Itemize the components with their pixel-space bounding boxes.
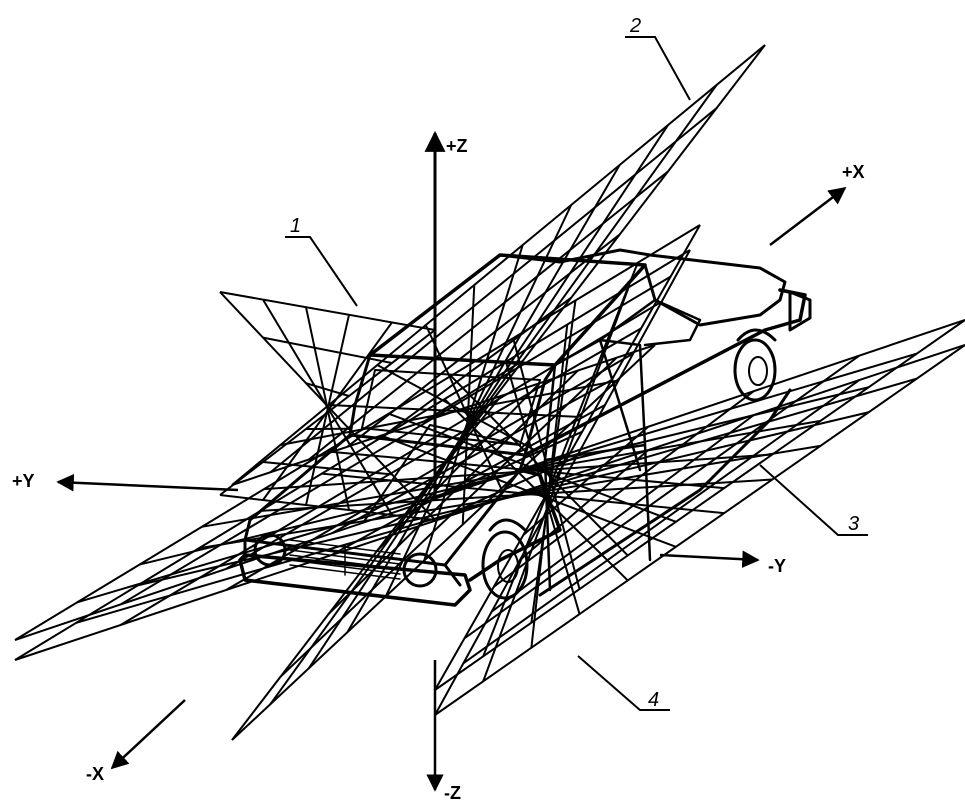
reference-plane-4 (14, 249, 965, 716)
grid-line (425, 395, 502, 488)
grid-line (423, 360, 524, 423)
front-wheel (481, 518, 529, 600)
grid-line (461, 408, 476, 425)
callout-1: 1 (290, 215, 301, 237)
axis-label-plus-z: +Z (446, 136, 468, 156)
grid-line (262, 461, 393, 476)
grid-line (424, 324, 503, 490)
car-grille (289, 539, 401, 580)
leader-1 (285, 236, 358, 307)
car-front-face (243, 538, 462, 587)
grid-line (262, 336, 393, 364)
grid-line (462, 379, 861, 665)
car-hood-ridge (364, 424, 521, 521)
coordinate-axes (56, 130, 847, 792)
axis-label-minus-x: -X (86, 764, 104, 784)
grid-line (346, 164, 621, 633)
rear-wheel (733, 328, 777, 402)
grid-line (231, 344, 656, 741)
car-rear-bumper (788, 290, 812, 332)
y-axis-negative (659, 550, 760, 568)
car-door-line (543, 338, 652, 592)
car-windshield (348, 353, 557, 457)
grid-line (219, 494, 436, 521)
grid-line (519, 449, 649, 561)
leader-2 (625, 36, 691, 101)
grid-line (331, 404, 606, 556)
y-axis-positive (56, 473, 239, 492)
car-side-windows (543, 298, 702, 462)
x-axis-negative (110, 699, 186, 770)
leader-3 (759, 464, 868, 536)
right-headlight (402, 552, 438, 588)
x-axis-positive (769, 186, 847, 246)
grid-line (231, 344, 656, 486)
callout-4: 4 (648, 689, 659, 711)
grid-line (14, 319, 965, 641)
grid-line (384, 204, 573, 597)
grid-line (376, 364, 541, 454)
left-headlight (253, 533, 287, 567)
grid-line (423, 244, 524, 561)
leader-4 (577, 655, 670, 711)
grid-line (434, 344, 965, 716)
grid-line (231, 44, 766, 486)
callout-3: 3 (848, 513, 859, 535)
grid-line (346, 233, 621, 448)
axis-label-minus-y: -Y (768, 556, 786, 576)
grid-line (308, 170, 669, 461)
callout-2: 2 (629, 15, 641, 37)
grid-line (493, 390, 755, 588)
car-rear-roof (498, 248, 787, 327)
grid-line (522, 425, 649, 536)
grid-line (308, 124, 669, 669)
grid-line (269, 107, 718, 474)
grid-line (436, 430, 583, 499)
grid-line (491, 414, 755, 613)
grid-line (219, 291, 436, 331)
axis-label-minus-z: -Z (444, 783, 461, 803)
grid-line (14, 224, 701, 641)
axis-label-plus-y: +Y (12, 471, 35, 491)
grid-line (279, 357, 618, 678)
grid-line (463, 354, 861, 640)
grid-line (231, 44, 766, 741)
axis-label-plus-x: +X (842, 162, 865, 182)
car-outline (238, 248, 812, 607)
grid-line (434, 319, 965, 691)
grid-line (14, 249, 691, 661)
grid-line (14, 344, 965, 661)
grid-line (385, 296, 572, 435)
grid-line (376, 382, 541, 552)
callout-leaders (285, 36, 868, 711)
grid-line (269, 84, 718, 705)
grid-line (461, 284, 476, 525)
reference-plane-2 (231, 44, 766, 741)
car-sill (538, 388, 792, 597)
